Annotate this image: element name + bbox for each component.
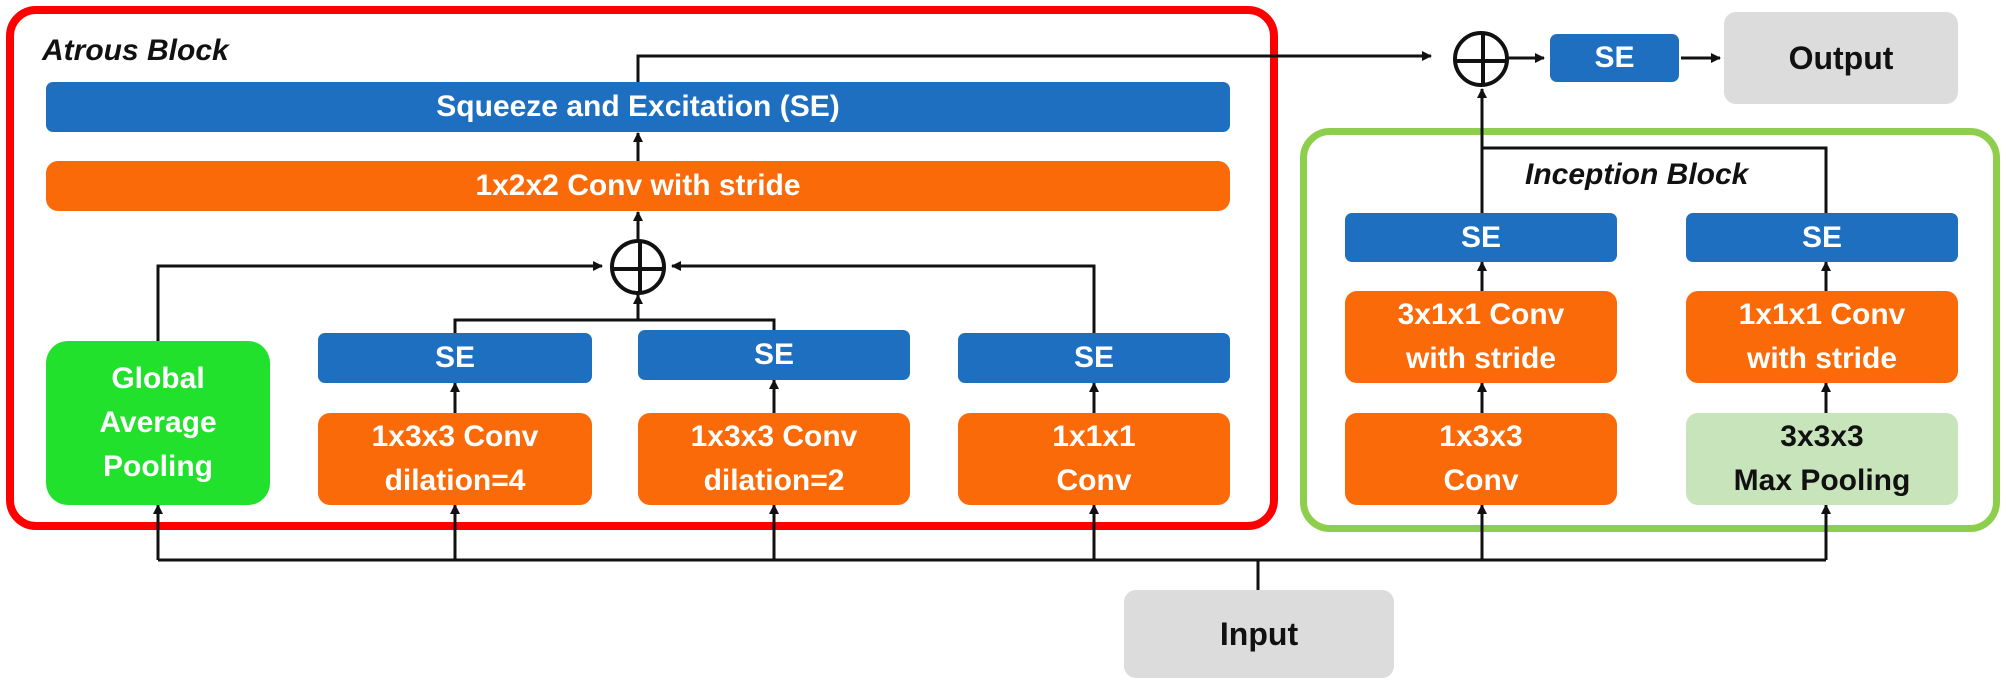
se-box-1x1x1: SE: [958, 333, 1230, 383]
merge-line-inception: [1480, 146, 1828, 213]
se-box-dilation4: SE: [318, 333, 592, 383]
conv-1x3x3-box: 1x3x3 Conv: [1345, 413, 1617, 505]
max-pooling-box: 3x3x3 Max Pooling: [1686, 413, 1958, 505]
conv-dilation2-box: 1x3x3 Conv dilation=2: [638, 413, 910, 505]
output-sum-circled-plus-icon: [1453, 31, 1509, 87]
global-average-pooling-box: Global Average Pooling: [46, 341, 270, 505]
se-box-dilation2: SE: [638, 330, 910, 380]
conv-1x2x2-stride-box: 1x2x2 Conv with stride: [46, 161, 1230, 211]
atrous-block-title: Atrous Block: [42, 34, 229, 67]
se-box-inception-a: SE: [1345, 213, 1617, 262]
arrow-gap-to-sum: [156, 261, 603, 341]
conv-dilation4-box: 1x3x3 Conv dilation=4: [318, 413, 592, 505]
se-squeeze-excitation-box: Squeeze and Excitation (SE): [46, 82, 1230, 132]
input-box: Input: [1124, 590, 1394, 678]
atrous-sum-circled-plus-icon: [610, 239, 666, 295]
conv-3x1x1-stride-box: 3x1x1 Conv with stride: [1345, 291, 1617, 383]
conv-1x1x1-stride-box: 1x1x1 Conv with stride: [1686, 291, 1958, 383]
arrow-se1x1-to-sum: [671, 261, 1096, 333]
se-box-output: SE: [1550, 34, 1679, 82]
se-box-inception-b: SE: [1686, 213, 1958, 262]
inception-block-title: Inception Block: [1525, 158, 1749, 191]
conv-1x1x1-box: 1x1x1 Conv: [958, 413, 1230, 505]
inception-block-frame: [1300, 128, 2000, 532]
arrow-atrous-to-top-sum: [636, 51, 1432, 82]
atrous-block-frame: [6, 6, 1278, 530]
merge-line-dil4-dil2: [453, 318, 776, 333]
output-box: Output: [1724, 12, 1958, 104]
